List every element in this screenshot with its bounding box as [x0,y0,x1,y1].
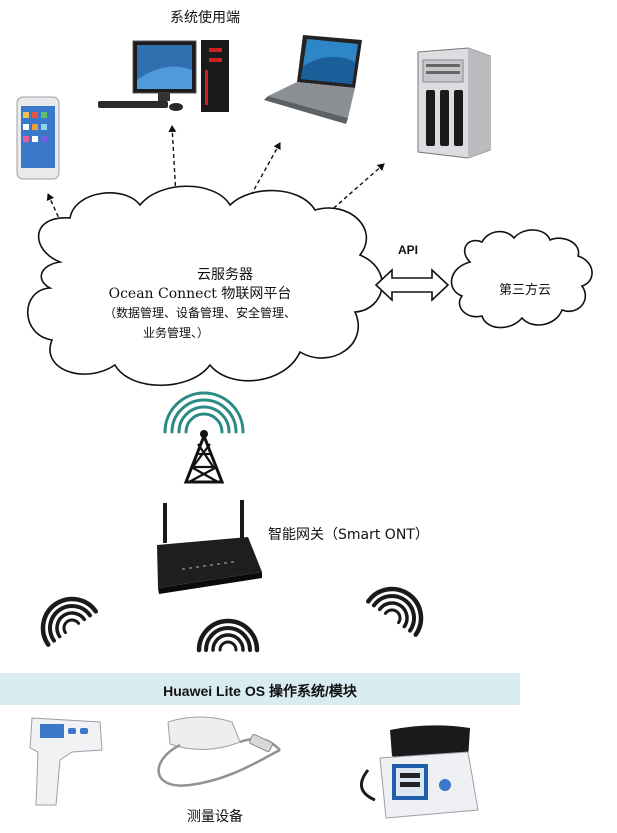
router-icon [157,500,262,594]
blood-pressure-monitor-icon [359,725,479,819]
thermometer-icon [29,717,103,806]
wifi-signal-icon [40,586,424,653]
laptop-icon [264,35,362,124]
server-icon [417,47,491,159]
os-band-label: Huawei Lite OS 操作系统/模块 [163,683,357,699]
devices-label: 测量设备 [187,809,243,825]
gateway-label: 智能网关（Smart ONT） [268,527,429,543]
server-cloud-link [326,163,385,215]
cell-tower-icon [163,391,245,484]
api-double-arrow [374,268,450,302]
pulse-oximeter-icon [157,716,281,787]
cloud-functions-line2: 业务管理、） [143,326,210,340]
third-party-cloud-shape [450,229,593,329]
cloud-server-shape [27,185,383,387]
api-label: API [398,243,419,257]
os-band [0,673,520,705]
smartphone-icon [16,96,60,180]
user-systems-label: 系统使用端 [170,10,240,26]
cloud-functions-line1: （数据管理、设备管理、安全管理、 [103,306,296,320]
cloud-server-title: 云服务器 [197,267,253,283]
desktop-pc-icon [98,40,229,112]
cloud-platform-name: Ocean Connect 物联网平台 [108,286,292,302]
third-party-cloud-label: 第三方云 [498,283,551,298]
